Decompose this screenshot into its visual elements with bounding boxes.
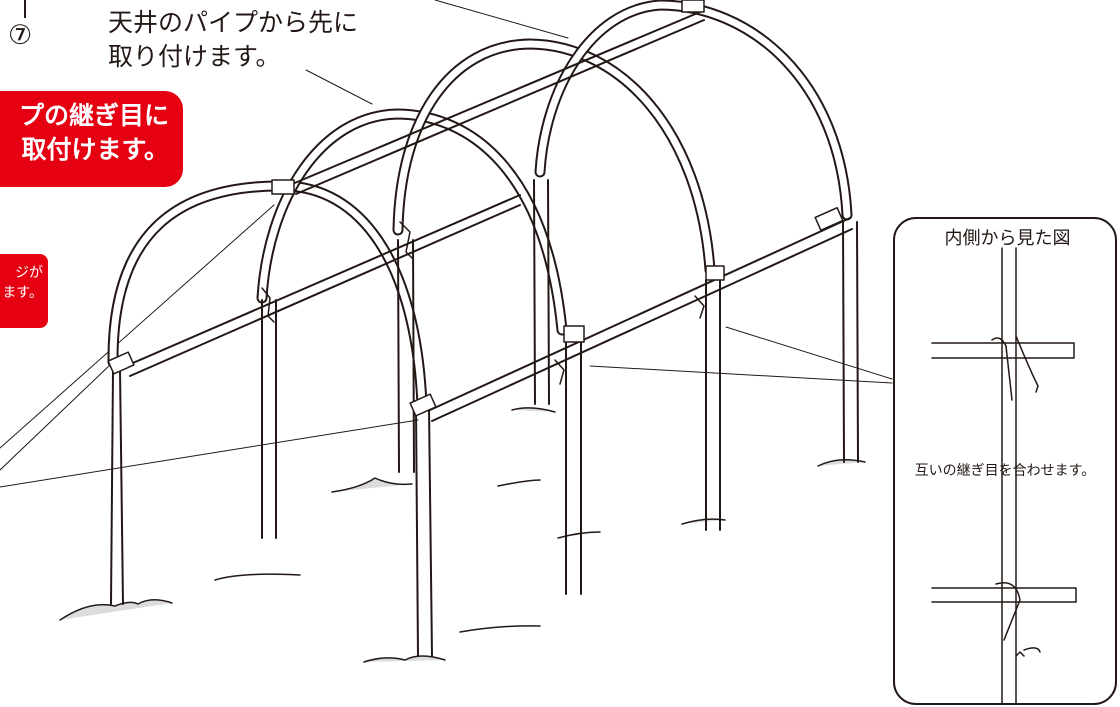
callout-small-line-2: ます。 <box>2 285 43 301</box>
callout-joint-note: プの継ぎ目に 取付けます。 <box>0 91 183 187</box>
inset-caption: 互いの継ぎ目を合わせます。 <box>914 463 1096 479</box>
inset-title: 内側から見た図 <box>944 228 1071 249</box>
instruction-text: 天井のパイプから先に 取り付けます。 <box>108 6 358 74</box>
callout-small-line-1: ジが <box>15 265 43 281</box>
arch-back <box>533 0 859 463</box>
arch-third <box>392 38 721 531</box>
instruction-line-2: 取り付けます。 <box>108 42 281 71</box>
side-pipes <box>125 11 853 422</box>
pipe-joints <box>107 0 844 417</box>
callout-small-note: ジが ます。 <box>0 254 48 328</box>
instruction-line-1: 天井のパイプから先に <box>108 8 359 37</box>
spring-clips <box>261 221 705 385</box>
step-number: ⑦ <box>8 20 33 51</box>
leader-lines <box>0 0 893 488</box>
step-tick <box>24 0 26 18</box>
inset-panel <box>893 217 1117 705</box>
callout-main-line-2: 取付けます。 <box>21 135 169 164</box>
ground-mounds <box>59 407 866 663</box>
callout-main-line-1: プの継ぎ目に <box>18 101 169 130</box>
